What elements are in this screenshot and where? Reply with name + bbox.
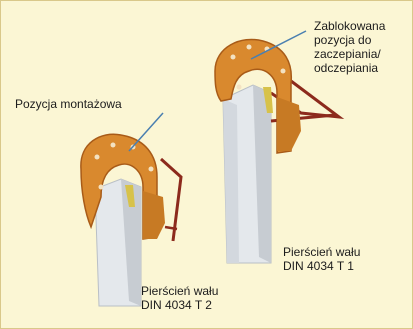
label-mounting-position: Pozycja montażowa <box>15 97 122 111</box>
clamp-jaw-t2 <box>143 191 165 239</box>
label-shaft-ring-t2: Pierścień wału DIN 4034 T 2 <box>141 284 218 312</box>
label-shaft-ring-t1: Pierścień wału DIN 4034 T 1 <box>283 245 360 273</box>
clamp-mounting-assembly <box>81 134 181 306</box>
label-locked-position: Zablokowana pozycja do zaczepiania/ odcz… <box>314 19 410 75</box>
shaft-ring-t1-front <box>223 99 239 263</box>
pointer-mount <box>129 113 163 151</box>
clamp-jaw-t1 <box>277 97 301 151</box>
